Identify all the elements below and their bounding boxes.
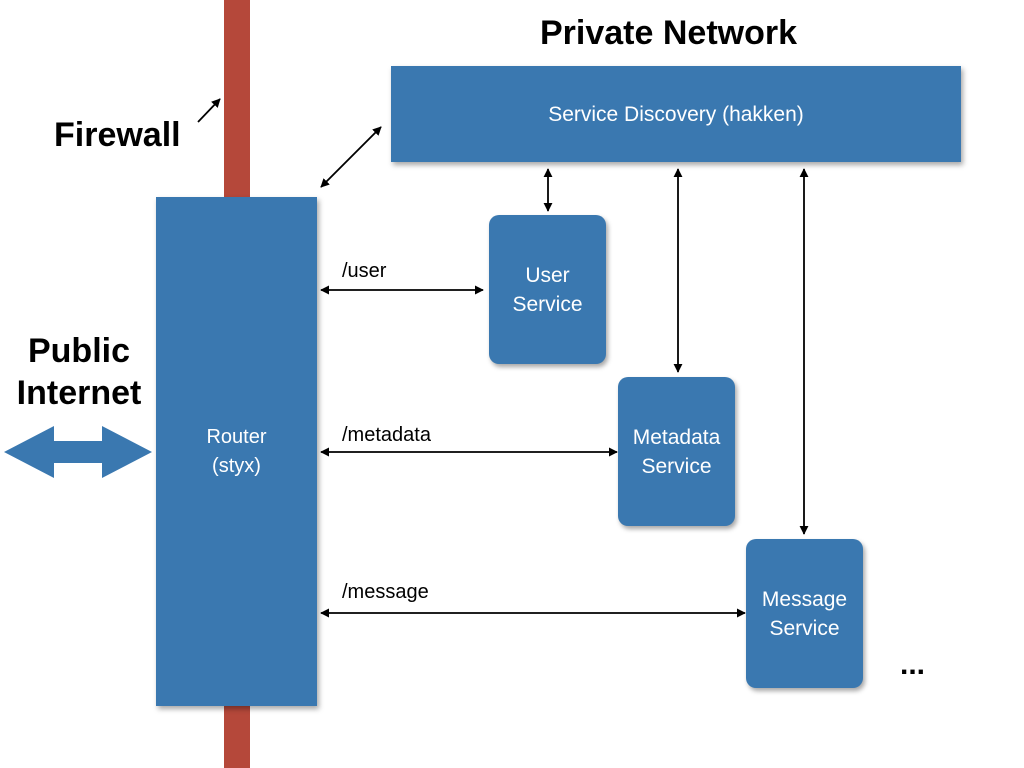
router-box: Router (styx) bbox=[156, 197, 317, 706]
service-discovery-label: Service Discovery (hakken) bbox=[548, 102, 804, 126]
router-label: Router (styx) bbox=[206, 425, 267, 477]
metadata-service-box: Metadata Service bbox=[618, 377, 735, 526]
message-service-box: Message Service bbox=[746, 539, 863, 688]
route-message-label: /message bbox=[342, 581, 429, 603]
route-metadata-label: /metadata bbox=[342, 424, 431, 446]
more-services-ellipsis: ... bbox=[900, 648, 926, 681]
firewall-label: Firewall bbox=[54, 116, 181, 154]
public-internet-arrow bbox=[4, 426, 152, 478]
public-internet-label: Public Internet bbox=[16, 332, 142, 412]
route-user-label: /user bbox=[342, 260, 387, 282]
firewall-pointer-arrow bbox=[197, 98, 221, 123]
user-service-box: User Service bbox=[489, 215, 606, 364]
user-service-label: User Service bbox=[512, 263, 583, 316]
service-discovery-box: Service Discovery (hakken) bbox=[391, 66, 961, 162]
message-service-label: Message Service bbox=[761, 587, 848, 640]
metadata-service-label: Metadata Service bbox=[632, 425, 721, 478]
router-discovery-arrow bbox=[320, 126, 382, 188]
private-network-title: Private Network bbox=[540, 14, 797, 52]
